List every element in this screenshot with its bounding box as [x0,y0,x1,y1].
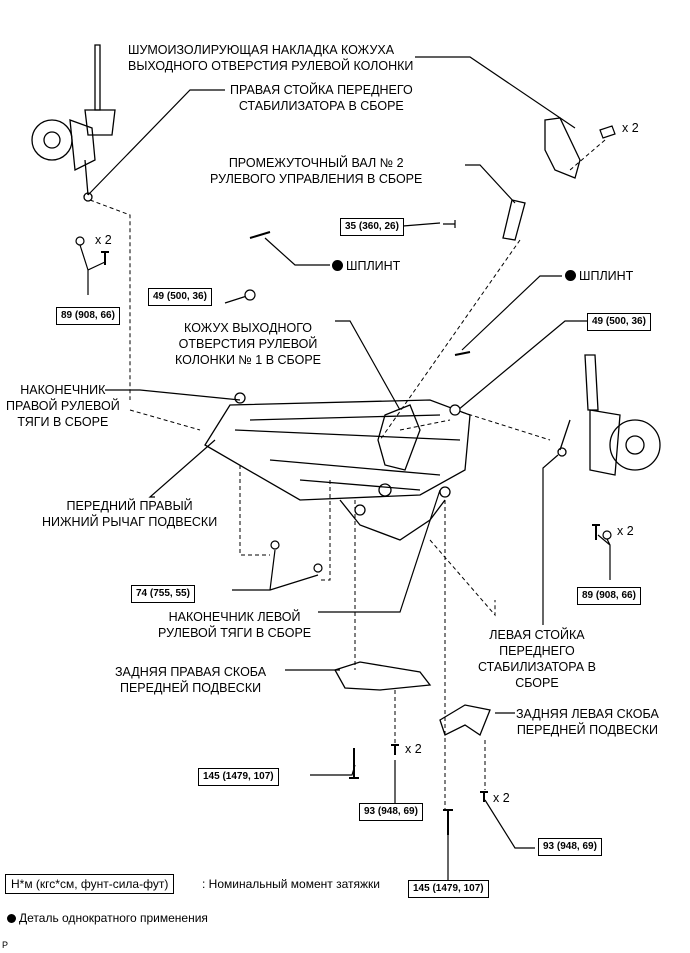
leader-hole-cover [335,320,401,411]
qty-89-right: x 2 [95,233,112,247]
leader-right-stab-link [87,89,225,196]
label-cotter-pin-2: ШПЛИНТ [565,268,633,284]
leader-left-stab-link [542,454,559,625]
legend-single-use: Деталь однократного применения [7,910,208,926]
torque-89-left: 89 (908, 66) [577,587,641,605]
torque-93-right: 93 (948, 69) [359,803,423,821]
leader-torque-49b [457,320,587,411]
leader-left-tie-rod [318,489,441,613]
leader-right-tie-rod [105,389,241,401]
torque-49-right: 49 (500, 36) [148,288,212,306]
label-cotter-pin-1: ШПЛИНТ [332,258,400,274]
torque-intermediate-shaft: 35 (360, 26) [340,218,404,236]
label-left-tie-rod-end: НАКОНЕЧНИК ЛЕВОЙ РУЛЕВОЙ ТЯГИ В СБОРЕ [158,610,312,640]
label-intermediate-shaft: ПРОМЕЖУТОЧНЫЙ ВАЛ № 2 РУЛЕВОГО УПРАВЛЕНИ… [210,156,423,186]
legend-unit-desc: : Номинальный момент затяжки [202,877,380,891]
torque-89-right: 89 (908, 66) [56,307,120,325]
label-right-stab-link: ПРАВАЯ СТОЙКА ПЕРЕДНЕГО СТАБИЛИЗАТОРА В … [230,83,413,113]
footer-code: P [2,940,9,950]
label-left-stab-link: ЛЕВАЯ СТОЙКА ПЕРЕДНЕГО СТАБИЛИЗАТОРА В С… [478,628,596,690]
label-rear-right-bracket: ЗАДНЯЯ ПРАВАЯ СКОБА ПЕРЕДНЕЙ ПОДВЕСКИ [115,665,267,695]
qty-93-left: x 2 [493,791,510,805]
qty-89-left: x 2 [617,524,634,538]
single-use-dot-icon [332,260,343,271]
label-sound-cover: ШУМОИЗОЛИРУЮЩАЯ НАКЛАДКА КОЖУХА ВЫХОДНОГ… [128,43,414,73]
leader-35 [402,222,441,227]
label-front-right-lower-arm: ПЕРЕДНИЙ ПРАВЫЙ НИЖНИЙ РЫЧАГ ПОДВЕСКИ [42,499,218,529]
torque-74: 74 (755, 55) [131,585,195,603]
label-rear-left-bracket: ЗАДНЯЯ ЛЕВАЯ СКОБА ПЕРЕДНЕЙ ПОДВЕСКИ [516,707,659,737]
leader-74 [232,549,319,591]
torque-145-right: 145 (1479, 107) [198,768,279,786]
leader-93b [484,799,535,849]
torque-49-left: 49 (500, 36) [587,313,651,331]
single-use-dot-icon [7,914,16,923]
single-use-dot-icon [565,270,576,281]
leader-cotter-1 [264,237,330,266]
label-column-hole-cover: КОЖУХ ВЫХОДНОГО ОТВЕРСТИЯ РУЛЕВОЙ КОЛОНК… [175,321,322,367]
leader-cotter-2 [461,275,562,351]
qty-clip: x 2 [622,121,639,135]
qty-93-right: x 2 [405,742,422,756]
legend-unit-box: Н*м (кгс*см, фунт-сила-фут) [5,874,175,894]
leader-lower-arm [148,439,216,498]
leader-89a [79,244,106,295]
leader-89b [597,534,611,580]
leader-sound-cover [415,56,576,129]
torque-145-left: 145 (1479, 107) [408,880,489,898]
label-right-tie-rod-end: НАКОНЕЧНИК ПРАВОЙ РУЛЕВОЙ ТЯГИ В СБОРЕ [6,383,120,429]
torque-93-left: 93 (948, 69) [538,838,602,856]
leader-intermediate-shaft [465,164,516,204]
leader-145a [310,764,356,776]
